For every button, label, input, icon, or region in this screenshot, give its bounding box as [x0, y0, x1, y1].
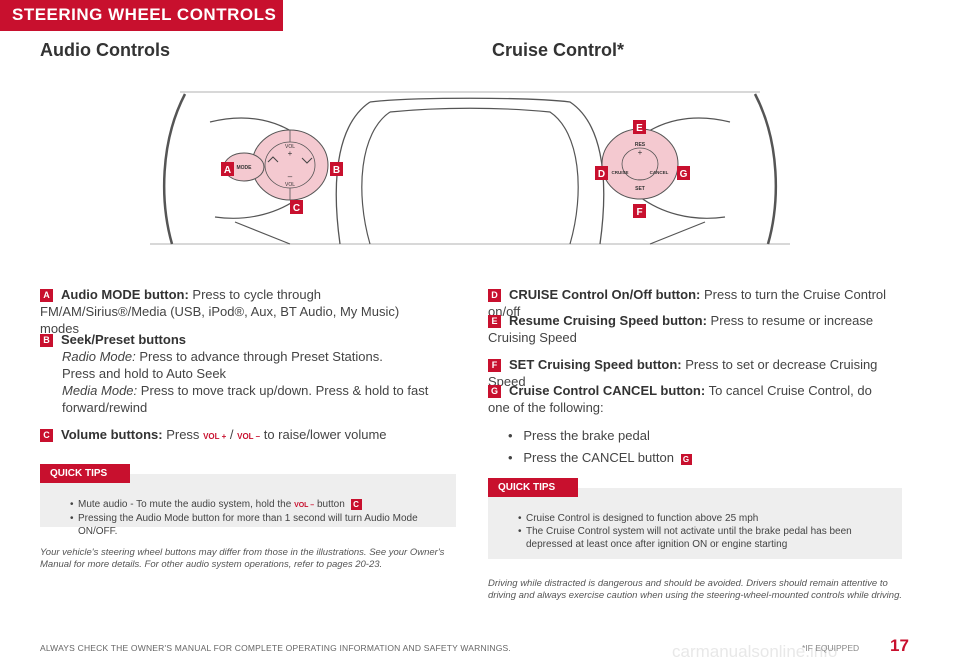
res-label: RES: [635, 142, 646, 148]
resume-speed-text: Press to resume or increase Cruising Spe…: [488, 313, 874, 345]
badge-a: A: [40, 289, 53, 302]
badge-c: C: [40, 429, 53, 442]
seek-preset-term: Seek/Preset buttons: [61, 332, 186, 347]
bullet-brake: • Press the brake pedal: [508, 428, 650, 443]
cruise-item-e: E Resume Cruising Speed button: Press to …: [488, 312, 888, 346]
steering-wheel-diagram: VOL + VOL – MODE RES + SET – CRUISE CANC…: [150, 91, 790, 245]
svg-text:+: +: [288, 149, 293, 158]
cancel-label: CANCEL: [650, 170, 669, 175]
badge-d: D: [488, 289, 501, 302]
footer-warning: ALWAYS CHECK THE OWNER'S MANUAL FOR COMP…: [40, 643, 511, 653]
badge-f: F: [488, 359, 501, 372]
volume-sep: /: [226, 427, 238, 442]
audio-item-c: C Volume buttons: Press VOL + / VOL – to …: [40, 426, 440, 445]
footer-if-equipped: *IF EQUIPPED: [802, 643, 860, 653]
vol-down-label: VOL: [285, 182, 295, 188]
radio-mode-label: Radio Mode:: [62, 349, 136, 364]
set-speed-term: SET Cruising Speed button:: [509, 357, 682, 372]
cruise-quick-tips: QUICK TIPS Cruise Control is designed to…: [488, 478, 902, 559]
badge-b: B: [40, 334, 53, 347]
badge-e: E: [488, 315, 501, 328]
cruise-tip-1: Cruise Control is designed to function a…: [518, 512, 892, 525]
cruise-control-title: Cruise Control*: [492, 40, 625, 60]
svg-text:–: –: [638, 175, 643, 184]
watermark: carmanualsonline.info: [672, 642, 838, 661]
volume-term: Volume buttons:: [61, 427, 163, 442]
audio-quick-tips-label: QUICK TIPS: [40, 464, 130, 483]
audio-mode-text: Press to cycle through FM/AM/Sirius®/Med…: [40, 287, 400, 336]
bullet-badge-g: G: [680, 454, 692, 465]
tip-badge-c: C: [350, 499, 362, 510]
audio-controls-title: Audio Controls: [40, 40, 170, 60]
cruise-onoff-text: Press to turn the Cruise Control on/off: [488, 287, 887, 319]
audio-disclaimer: Your vehicle's steering wheel buttons ma…: [40, 547, 445, 570]
mode-label: MODE: [237, 165, 253, 171]
callout-g: G: [680, 169, 688, 180]
cancel-text: To cancel Cruise Control, do one of the …: [488, 383, 872, 415]
cruise-quick-tips-label: QUICK TIPS: [488, 478, 578, 497]
callout-e: E: [636, 123, 643, 134]
volume-text-pre: Press: [162, 427, 204, 442]
vol-up-label: VOL: [285, 144, 295, 150]
callout-d: D: [598, 169, 605, 180]
audio-mode-term: Audio MODE button:: [61, 287, 189, 302]
audio-tip-1: Mute audio - To mute the audio system, h…: [70, 498, 446, 512]
cancel-term: Cruise Control CANCEL button:: [509, 383, 706, 398]
callout-b: B: [333, 165, 340, 176]
section-header: STEERING WHEEL CONTROLS: [0, 0, 283, 31]
vol-down-tip-icon: VOL –: [294, 502, 315, 509]
svg-text:+: +: [638, 148, 643, 157]
cruise-label: CRUISE: [611, 170, 628, 175]
vol-down-icon: VOL –: [237, 432, 261, 441]
callout-c: C: [293, 203, 300, 214]
cancel-bullets: • Press the brake pedal • Press the CANC…: [508, 427, 888, 466]
svg-text:–: –: [288, 172, 293, 181]
section-header-title: STEERING WHEEL CONTROLS: [12, 5, 277, 24]
audio-tip-2: Pressing the Audio Mode button for more …: [70, 512, 446, 538]
media-mode-label: Media Mode:: [62, 383, 138, 398]
media-mode-text: Press to move track up/down. Press & hol…: [62, 383, 429, 415]
callout-f: F: [636, 207, 642, 218]
bullet-cancel: • Press the CANCEL button G: [508, 449, 888, 466]
vol-up-icon: VOL +: [203, 432, 227, 441]
cruise-control-cluster: RES + SET – CRUISE CANCEL: [601, 128, 679, 200]
callout-a: A: [224, 165, 231, 176]
cruise-item-d: D CRUISE Control On/Off button: Press to …: [488, 286, 918, 320]
audio-control-cluster: VOL + VOL – MODE: [223, 129, 329, 201]
audio-item-a: A Audio MODE button: Press to cycle throu…: [40, 286, 440, 337]
cruise-tip-2: The Cruise Control system will not activ…: [518, 525, 892, 551]
radio-mode-text-2: Press and hold to Auto Seek: [62, 366, 227, 381]
audio-quick-tips: QUICK TIPS Mute audio - To mute the audi…: [40, 464, 456, 537]
cruise-onoff-term: CRUISE Control On/Off button:: [509, 287, 701, 302]
volume-text-post: to raise/lower volume: [260, 427, 387, 442]
cruise-item-g: G Cruise Control CANCEL button: To cancel…: [488, 382, 888, 416]
cruise-disclaimer: Driving while distracted is dangerous an…: [488, 578, 902, 601]
page-number: 17: [890, 636, 909, 655]
set-label: SET: [635, 186, 645, 192]
resume-speed-term: Resume Cruising Speed button:: [509, 313, 707, 328]
audio-item-b: B Seek/Preset buttons Radio Mode: Press t…: [40, 331, 440, 416]
radio-mode-text: Press to advance through Preset Stations…: [135, 349, 383, 364]
badge-g: G: [488, 385, 501, 398]
